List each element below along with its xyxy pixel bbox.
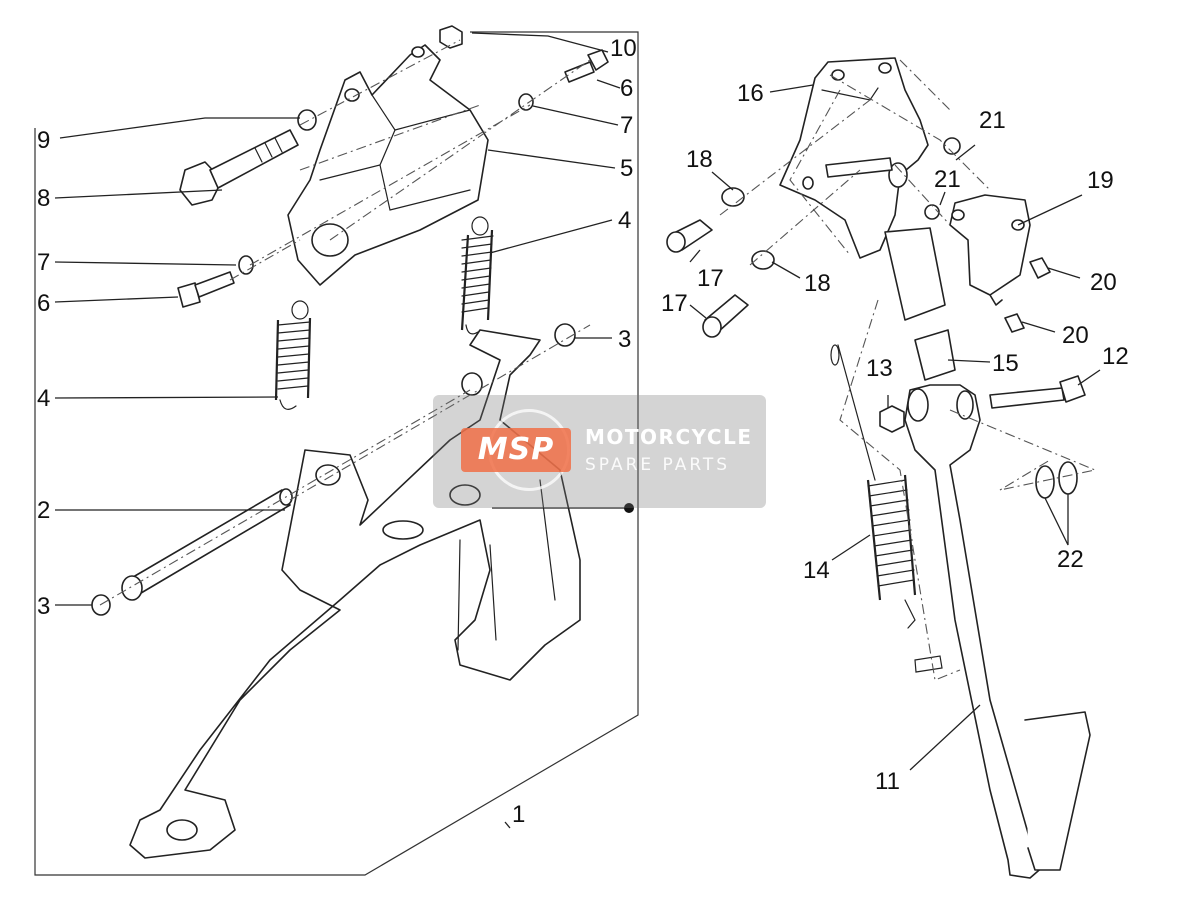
reference-dot [624, 503, 634, 513]
callout-3-upper: 3 [618, 326, 631, 353]
callout-4-lower: 4 [37, 385, 50, 412]
side-stand-leg [904, 384, 1091, 879]
watermark-line-2: SPARE PARTS [585, 455, 731, 475]
washer-18-lower [751, 250, 775, 270]
callout-1: 1 [512, 801, 525, 828]
washer-7-upper [518, 93, 534, 111]
washer-9 [297, 109, 317, 131]
washer-3-upper [554, 323, 576, 347]
callout-9: 9 [37, 127, 50, 154]
callout-15: 15 [992, 350, 1019, 377]
washer-21-upper [943, 137, 961, 155]
callout-16: 16 [737, 80, 764, 107]
spring-4-upper [460, 216, 494, 335]
callout-7-lower: 7 [37, 249, 50, 276]
callout-14: 14 [803, 557, 830, 584]
callout-18-lower: 18 [804, 270, 831, 297]
watermark-line-1: MOTORCYCLE [585, 425, 753, 449]
side-stand-bracket [779, 57, 929, 259]
washer-21-lower [924, 204, 940, 220]
watermark: MSP MOTORCYCLE SPARE PARTS [433, 395, 766, 508]
callout-17-upper: 17 [697, 265, 724, 292]
washer-18-upper [721, 187, 745, 207]
callout-21-upper: 21 [979, 107, 1006, 134]
screw-17-lower [702, 294, 749, 338]
callout-8: 8 [37, 185, 50, 212]
callout-5: 5 [620, 155, 633, 182]
callout-20-upper: 20 [1090, 269, 1117, 296]
callout-4-upper: 4 [618, 207, 631, 234]
callout-17-lower: 17 [661, 290, 688, 317]
callout-13: 13 [866, 355, 893, 382]
callout-7-upper: 7 [620, 112, 633, 139]
washer-7-lower [238, 255, 254, 275]
callout-21-lower: 21 [934, 166, 961, 193]
bolt-6-lower [177, 271, 235, 308]
callout-6-upper: 6 [620, 75, 633, 102]
callout-6-lower: 6 [37, 290, 50, 317]
screw-17-upper [666, 219, 713, 253]
screw-20-lower [1004, 313, 1025, 333]
pin-upper [825, 157, 893, 178]
nut-10 [439, 25, 463, 49]
callout-12: 12 [1102, 343, 1129, 370]
screw-20-upper [1029, 257, 1051, 279]
callout-18-upper: 18 [686, 146, 713, 173]
spring-4-lower [274, 300, 312, 410]
callout-10: 10 [610, 35, 637, 62]
callout-3-lower: 3 [37, 593, 50, 620]
sleeve [884, 227, 946, 321]
pin-12 [989, 375, 1086, 409]
switch-19 [949, 194, 1031, 306]
washer-22b [1058, 461, 1078, 495]
assembly-1-frame [34, 31, 639, 876]
callout-22: 22 [1057, 546, 1084, 573]
callout-19: 19 [1087, 167, 1114, 194]
pin-2 [121, 488, 293, 601]
bolt-8 [179, 129, 299, 206]
callout-11: 11 [875, 768, 900, 795]
stand-bracket [287, 44, 489, 286]
watermark-logo-badge: MSP [461, 428, 571, 472]
leader-lines [54, 32, 1101, 829]
callout-20-lower: 20 [1062, 322, 1089, 349]
spring-14 [830, 344, 917, 629]
callout-2: 2 [37, 497, 50, 524]
bolt-6-upper [564, 49, 609, 83]
pad-15 [914, 329, 956, 381]
nut-13 [879, 405, 905, 433]
